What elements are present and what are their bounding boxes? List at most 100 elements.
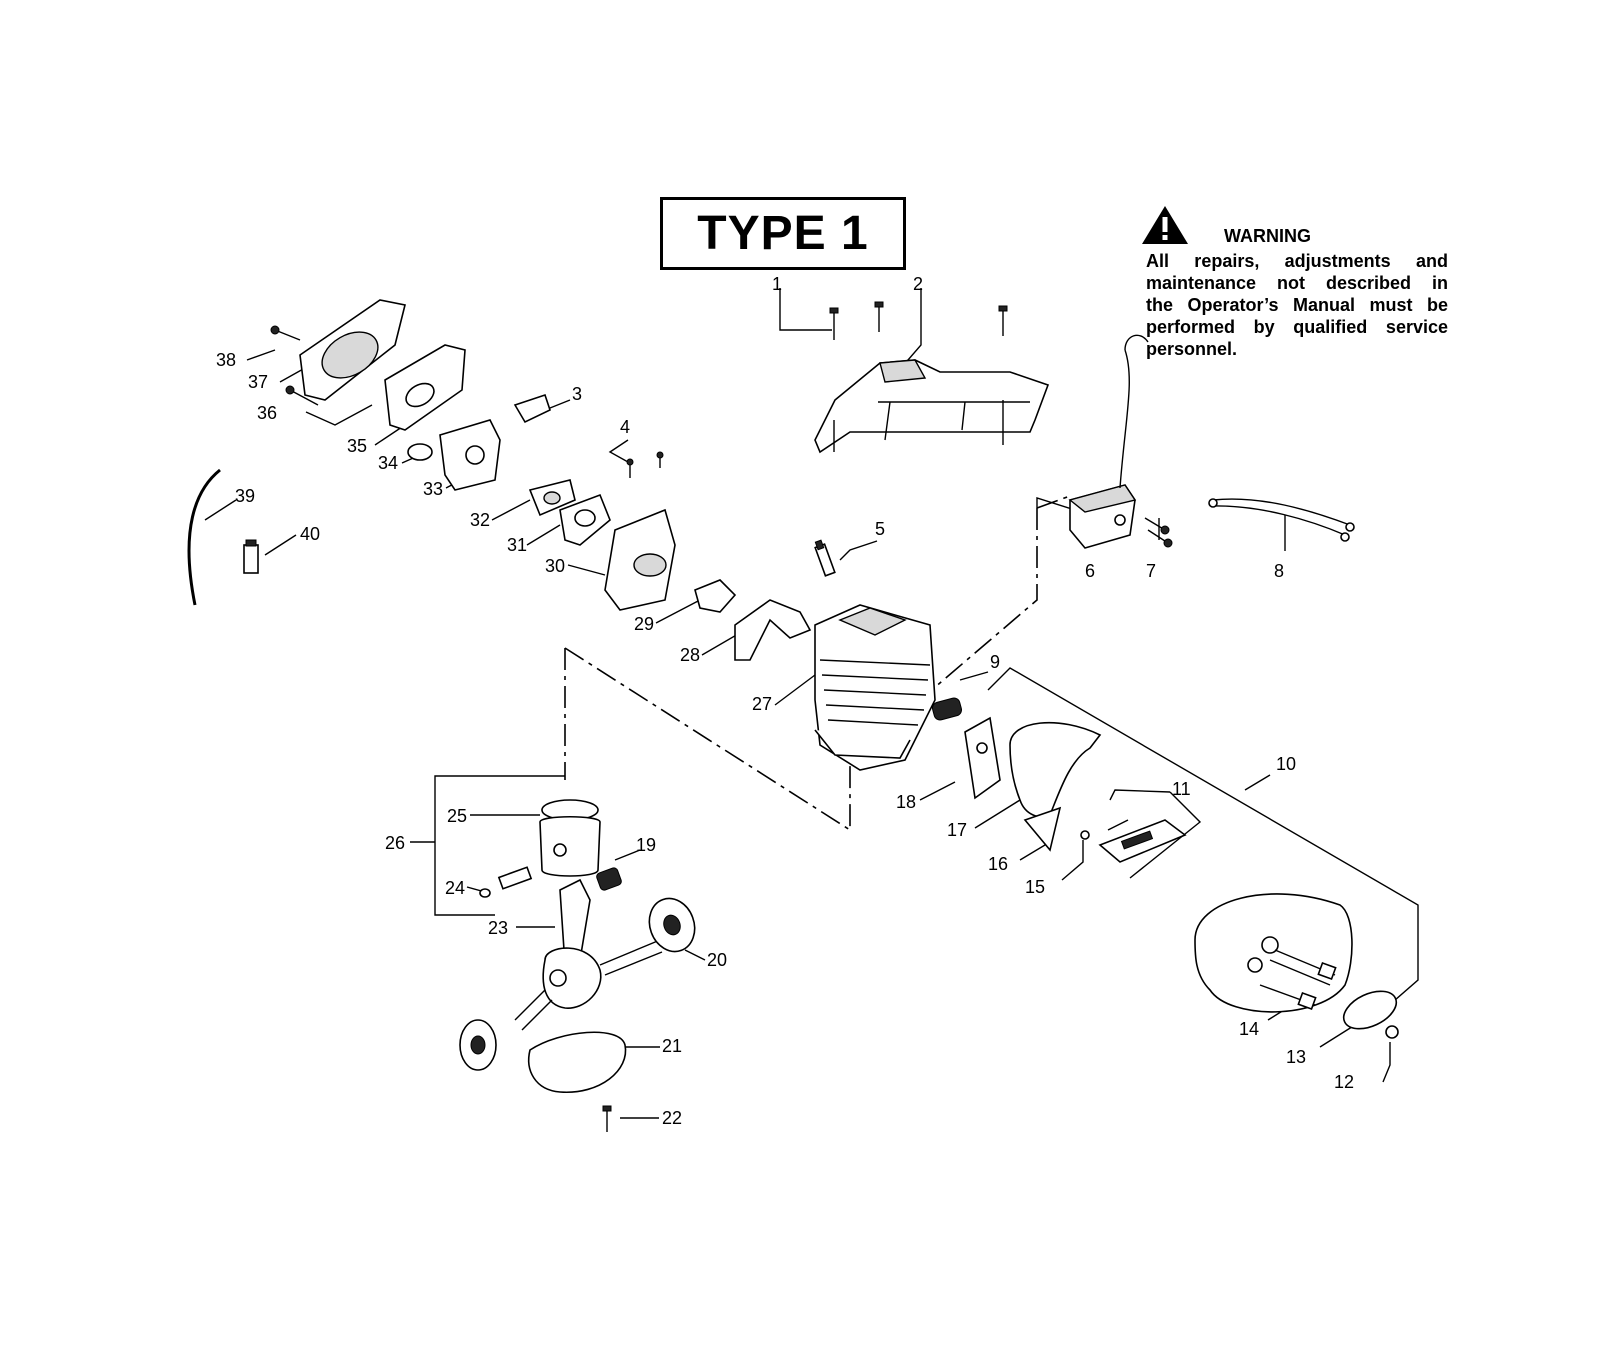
leader-line [655,599,701,624]
callout-label: 11 [1172,779,1191,799]
carburetor [439,419,501,491]
muffler-gasket [1023,806,1062,852]
case-screw [602,1105,612,1132]
carb-gasket [528,479,576,517]
fuel-filter [243,539,259,574]
leader-line [305,404,373,426]
choke-part [513,393,551,424]
leader-line [919,781,956,801]
callout-label: 25 [447,806,467,826]
warning-text: All repairs, adjustments and maintenance… [1146,250,1448,360]
bearing [648,897,696,953]
retainer [479,888,491,898]
air-filter [384,344,466,431]
callout-label: 22 [662,1108,682,1128]
callout-label: 38 [216,350,236,370]
leader-line [779,288,832,331]
callout-label: 1 [772,274,782,294]
callout-label: 30 [545,556,565,576]
leader-line [491,499,531,521]
leader-line [567,564,606,576]
title-box: TYPE 1 [660,197,906,270]
cover-screw [829,307,839,340]
spark-plug [814,539,836,577]
assembly-line [564,647,851,832]
crankcase-cover [528,1031,627,1093]
callout-label: 14 [1239,1019,1259,1039]
leader-line [1319,1024,1356,1048]
o-ring [407,443,433,461]
callout-label: 2 [913,274,923,294]
muffler-body [1194,893,1353,1013]
callout-label: 13 [1286,1047,1306,1067]
cover-screw [874,301,884,332]
callout-label: 34 [378,453,398,473]
warning-heading: WARNING [1224,226,1311,246]
intake-block [604,508,676,611]
leader-line [204,499,237,521]
callout-label: 17 [947,820,967,840]
callout-label: 21 [662,1036,682,1056]
ignition-module [1068,334,1149,549]
heat-shield [964,716,1001,800]
callout-label: 19 [636,835,656,855]
carb-screw [626,451,664,478]
diagram-title: TYPE 1 [697,207,869,260]
impulse-hose [734,599,812,661]
callout-label: 33 [423,479,443,499]
muffler-screw [1080,830,1090,840]
callout-label: 4 [620,417,630,437]
fuel-line [187,468,221,606]
module-screw [1144,517,1173,548]
callout-label: 6 [1085,561,1095,581]
callout-label: 31 [507,535,527,555]
leader-line [774,674,816,706]
callout-label: 36 [257,403,277,423]
callout-label: 15 [1025,877,1045,897]
insulator [559,493,611,546]
callout-labels: 1 2 3 4 5 6 7 8 9 10 11 12 13 14 15 16 1… [216,274,1354,1128]
muffler-nut [1385,1025,1399,1039]
callout-label: 7 [1146,561,1156,581]
air-filter-cover [299,299,406,401]
leader-line [1061,840,1084,881]
spark-arrestor [1098,819,1187,863]
bearing [459,1019,497,1071]
callout-label: 12 [1334,1072,1354,1092]
callout-label: 28 [680,645,700,665]
needle-bearing [596,867,622,891]
callout-label: 8 [1274,561,1284,581]
crankshaft [514,878,663,1031]
exhaust-gasket [931,697,963,721]
assembly-line [919,508,1038,701]
ignition-wire [1208,498,1355,542]
callout-label: 23 [488,918,508,938]
leader-line [974,799,1021,829]
assembly-line [1036,495,1071,509]
warning-triangle-icon [1142,206,1188,244]
leader-line [1129,791,1202,879]
cover-screw [998,305,1008,336]
callout-label: 10 [1276,754,1296,774]
callout-label: 9 [990,652,1000,672]
callout-label: 27 [752,694,772,714]
callout-label: 24 [445,878,465,898]
leader-line [1036,497,1076,511]
leader-line [1109,789,1171,801]
warning-line: maintenance not described in [1146,273,1448,293]
callout-label: 35 [347,436,367,456]
leader-line [614,849,641,861]
leader-line [279,367,306,383]
leader-line [434,775,565,916]
callout-label: 39 [235,486,255,506]
callout-label: 20 [707,950,727,970]
leader-line [1244,774,1271,791]
leader-line [264,534,297,556]
muffler-bolt [1259,949,1337,1011]
leader-line [608,439,629,463]
callout-label: 29 [634,614,654,634]
warning-line: the Operator’s Manual must be [1146,295,1448,315]
callout-label: 18 [896,792,916,812]
callout-label: 32 [470,510,490,530]
